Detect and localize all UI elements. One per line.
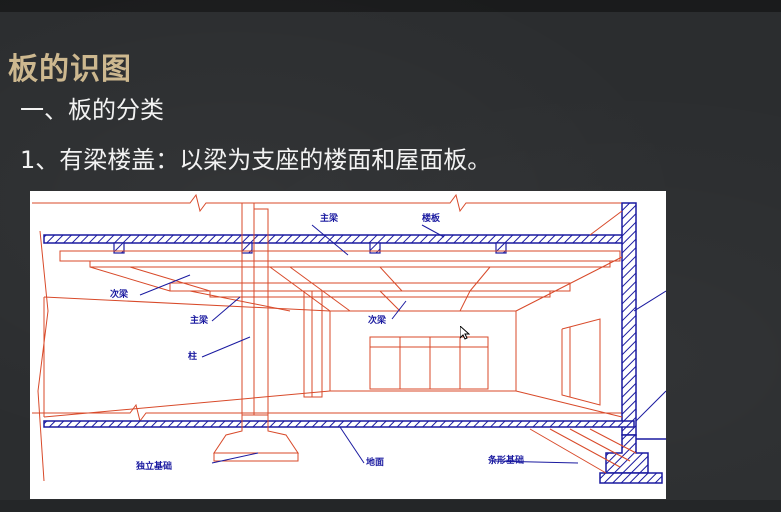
label-ground: 地面 (366, 456, 384, 468)
break-lines (32, 193, 630, 482)
label-secondary-beam-left: 次梁 (110, 288, 129, 300)
strip-footing-shape (605, 434, 649, 474)
label-slab: 楼板 (422, 212, 441, 224)
label-secondary-beam-mid: 次梁 (368, 314, 387, 326)
ground-slab (43, 420, 635, 428)
label-main-beam-left: 主梁 (190, 314, 209, 326)
floor-slab (43, 234, 631, 244)
structure-figure: 主梁 楼板 次梁 主梁 柱 次梁 独立基础 地面 条形基础 (30, 191, 666, 499)
section-heading: 一、板的分类 (20, 96, 164, 124)
slide-title: 板的识图 (8, 52, 132, 87)
window-top-bar (0, 0, 781, 12)
bullet-point: 1、有梁楼盖：以梁为支座的楼面和屋面板。 (20, 146, 492, 174)
label-isolated-footing: 独立基础 (135, 460, 172, 472)
mouse-cursor-icon (460, 326, 470, 340)
label-main-beam-top: 主梁 (320, 212, 339, 224)
bottom-strip (0, 500, 781, 512)
frame-lines (43, 202, 637, 474)
leader-lines (139, 224, 666, 464)
label-column: 柱 (188, 350, 197, 362)
structure-drawing: 主梁 楼板 次梁 主梁 柱 次梁 独立基础 地面 条形基础 (32, 193, 666, 484)
right-wall (621, 202, 637, 436)
label-strip-footing: 条形基础 (487, 454, 524, 466)
